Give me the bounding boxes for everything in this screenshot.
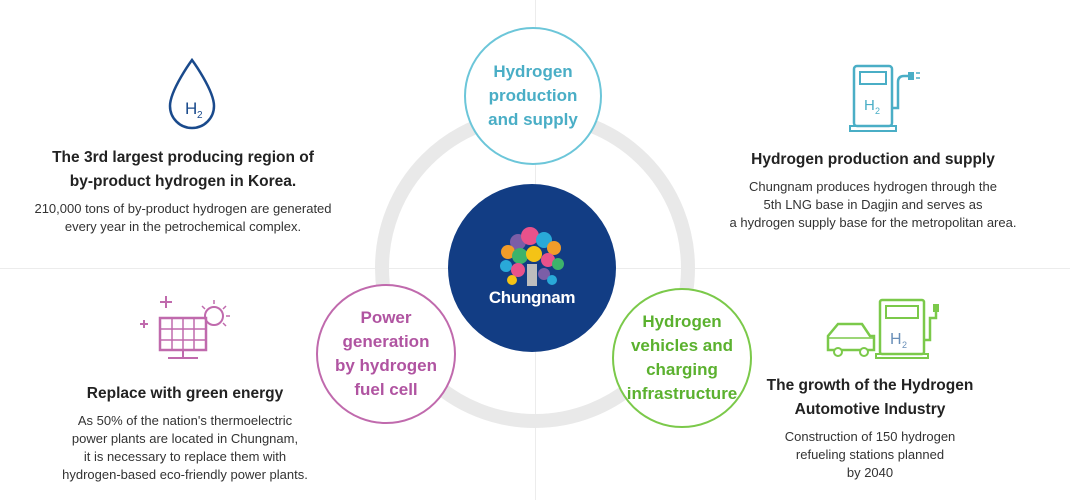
droplet-h-label: H [185, 99, 197, 118]
block-bottom-left-desc: As 50% of the nation's thermoelectric po… [20, 412, 350, 484]
chungnam-logo-circle: Chungnam [448, 184, 616, 352]
desc-line: As 50% of the nation's thermoelectric [77, 413, 293, 428]
hydrogen-car-station-icon: H 2 [826, 298, 939, 359]
desc-line: hydrogen-based eco-friendly power plants… [62, 467, 308, 482]
title-line: Replace with green energy [86, 385, 284, 402]
block-bottom-right-desc: Construction of 150 hydrogen refueling s… [730, 428, 1010, 482]
bubble-top-label: Hydrogen production and supply [488, 62, 578, 129]
desc-line: Construction of 150 hydrogen [784, 429, 956, 444]
desc-line: refueling stations planned [795, 447, 945, 462]
title-line: Hydrogen production and supply [751, 151, 995, 168]
desc-line: by 2040 [846, 465, 894, 480]
bubble-right-label: Hydrogen vehicles and charging infrastru… [626, 312, 738, 403]
desc-line: a hydrogen supply base for the metropoli… [729, 215, 1017, 230]
block-bottom-right-title: The growth of the Hydrogen Automotive In… [730, 374, 1010, 422]
hydrogen-droplet-icon: H 2 [168, 57, 216, 130]
block-bottom-right: The growth of the Hydrogen Automotive In… [730, 374, 1010, 482]
block-top-left-title: The 3rd largest producing region of by-p… [0, 146, 366, 194]
desc-line: Chungnam produces hydrogen through the [749, 179, 997, 194]
bubble-left-label: Power generation by hydrogen fuel cell [334, 308, 437, 399]
hydrogen-pump-icon: H 2 [849, 64, 920, 132]
desc-line: it is necessary to replace them with [83, 449, 287, 464]
chungnam-tree-logo-icon [500, 227, 564, 286]
bubble-hydrogen-production: Hydrogen production and supply [464, 27, 602, 165]
title-line: by-product hydrogen in Korea. [69, 173, 297, 190]
desc-line: 210,000 tons of by-product hydrogen are … [34, 201, 332, 216]
car-h-label: H [890, 331, 902, 348]
title-line: The growth of the Hydrogen [766, 377, 974, 394]
droplet-sub-label: 2 [197, 110, 203, 121]
bubble-power-generation: Power generation by hydrogen fuel cell [316, 284, 456, 424]
desc-line: power plants are located in Chungnam, [71, 431, 299, 446]
pump-h-label: H [864, 97, 875, 114]
solar-panel-icon [140, 296, 230, 359]
title-line: The 3rd largest producing region of [52, 149, 314, 166]
block-bottom-left-title: Replace with green energy [20, 382, 350, 406]
block-top-left: The 3rd largest producing region of by-p… [0, 146, 366, 236]
desc-line: every year in the petrochemical complex. [64, 219, 302, 234]
block-top-right: Hydrogen production and supply Chungnam … [700, 148, 1046, 232]
block-top-right-title: Hydrogen production and supply [700, 148, 1046, 172]
pump-sub-label: 2 [875, 106, 880, 116]
car-sub-label: 2 [902, 340, 907, 350]
title-line: Automotive Industry [794, 401, 946, 418]
desc-line: 5th LNG base in Dagjin and serves as [763, 197, 983, 212]
center-name: Chungnam [488, 288, 576, 307]
block-top-right-desc: Chungnam produces hydrogen through the 5… [700, 178, 1046, 232]
block-top-left-desc: 210,000 tons of by-product hydrogen are … [0, 200, 366, 236]
bubble-hydrogen-vehicles: Hydrogen vehicles and charging infrastru… [612, 288, 752, 428]
block-bottom-left: Replace with green energy As 50% of the … [20, 382, 350, 484]
